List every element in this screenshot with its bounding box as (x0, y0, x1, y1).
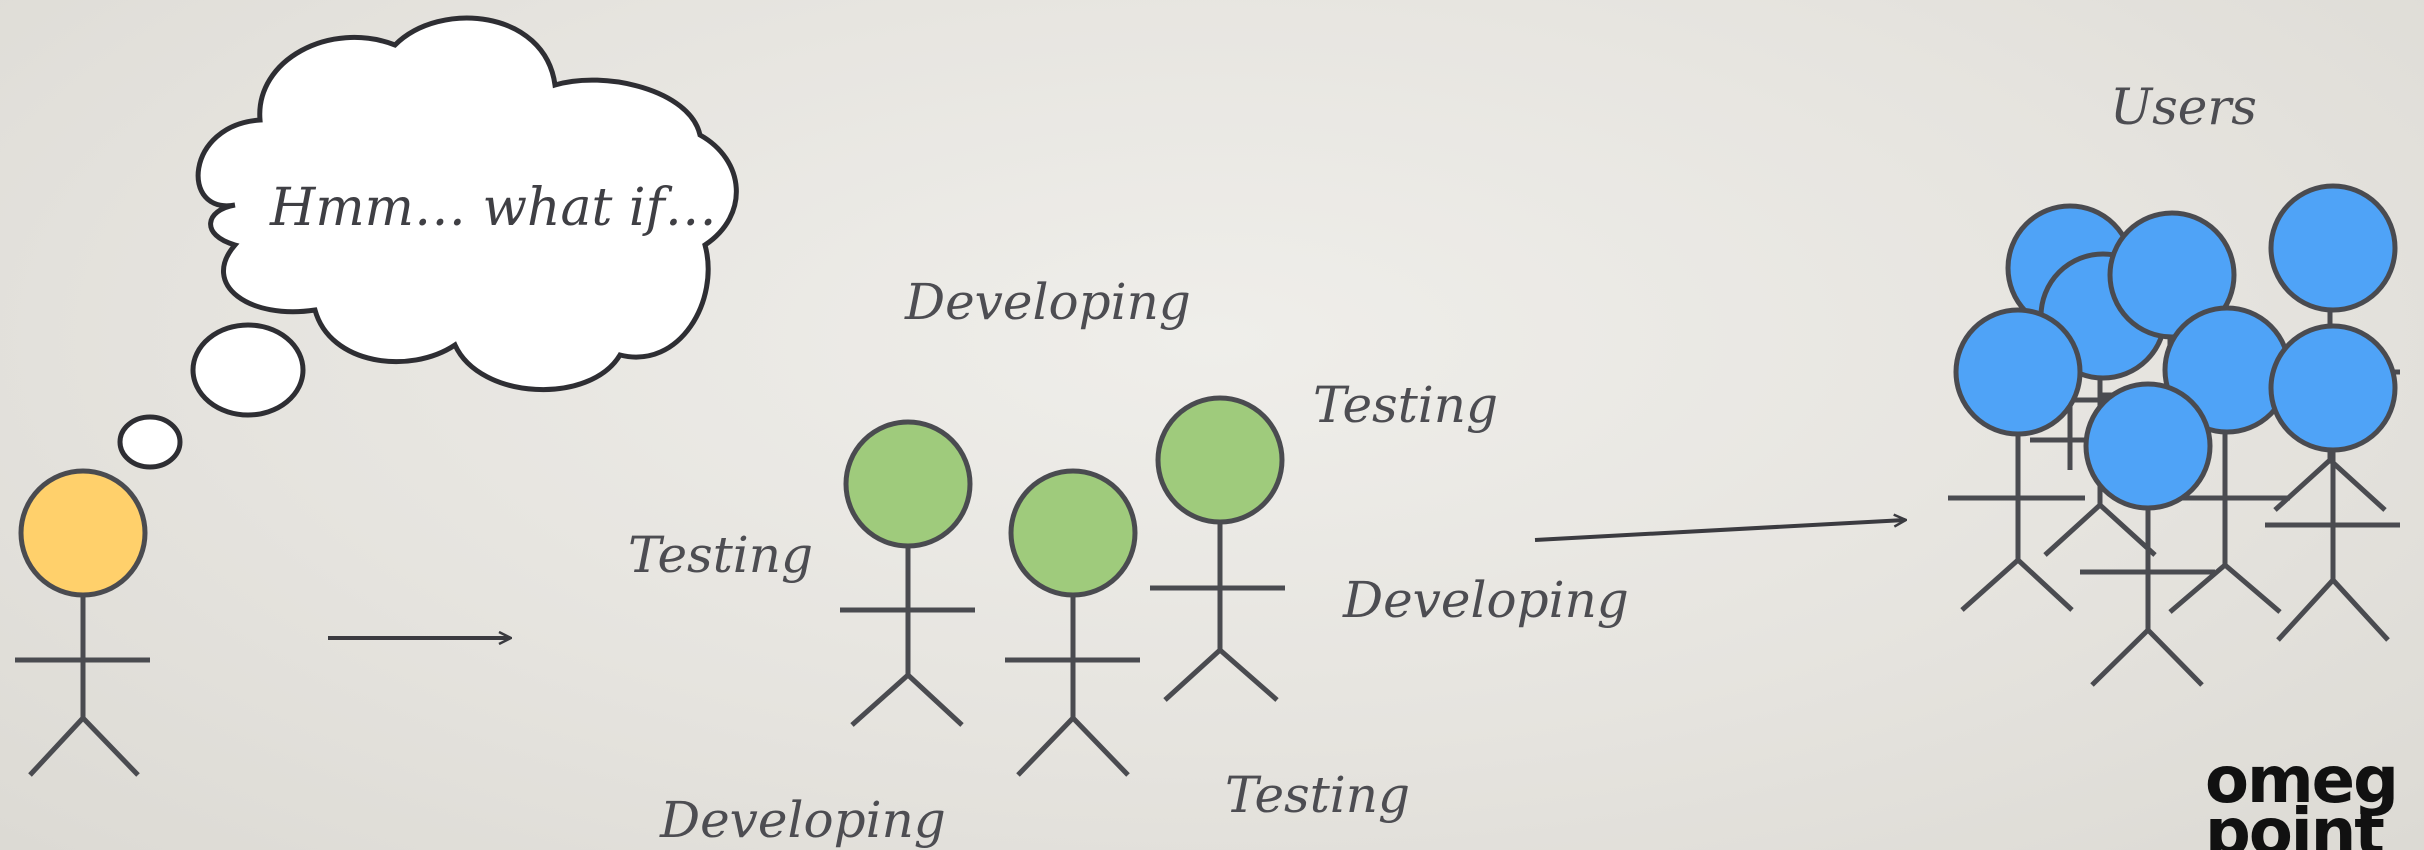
label-testing-bottom: Testing (1225, 766, 1411, 824)
thought-cloud (195, 15, 739, 392)
user-person (2080, 381, 2215, 687)
company-logo: omeg point (2205, 744, 2399, 850)
user-person (1948, 307, 2085, 612)
idea-person (15, 468, 150, 777)
label-testing-left: Testing (628, 526, 814, 584)
team-person-2 (1005, 468, 1140, 777)
logo-line-1: omeg (2205, 744, 2399, 818)
label-developing-bottom: Developing (660, 791, 946, 849)
label-testing-right-top: Testing (1313, 376, 1499, 434)
thought-bubbles (117, 322, 306, 470)
users-crowd (1948, 183, 2400, 687)
thought-bubble-large (190, 322, 306, 418)
user-person (2155, 305, 2292, 614)
thought-text: Hmm… what if… (270, 178, 717, 238)
label-developing-top: Developing (905, 273, 1191, 331)
thought-bubble-small (117, 414, 183, 470)
users-label: Users (2110, 78, 2257, 136)
logo-line-2: point (2205, 796, 2385, 850)
user-person (2265, 323, 2400, 642)
arrow-to-users (1534, 520, 1905, 542)
team-person-3 (1150, 395, 1285, 702)
team-person-1 (840, 419, 975, 727)
label-developing-right: Developing (1343, 571, 1629, 629)
